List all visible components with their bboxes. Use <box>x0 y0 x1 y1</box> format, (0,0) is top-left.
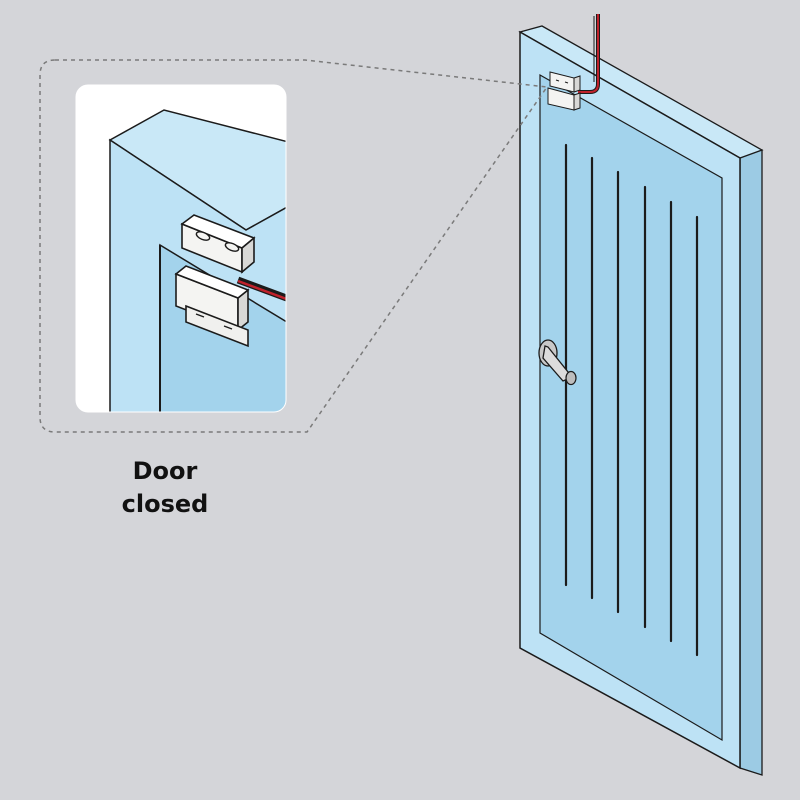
door-panel <box>539 73 723 742</box>
caption-line-2: closed <box>121 490 209 518</box>
door-handle-icon <box>538 339 577 386</box>
zoom-inset-border <box>75 84 287 413</box>
callout-outline <box>39 59 549 433</box>
door-state-caption: Door closed <box>60 455 270 521</box>
zoom-inset <box>76 85 286 412</box>
inset-sensor-switch <box>174 265 250 348</box>
door-side-face <box>739 149 763 776</box>
zoom-callout <box>39 59 549 433</box>
inset-sensor-magnet <box>180 214 256 274</box>
door-grooves <box>564 143 699 657</box>
door <box>518 25 764 776</box>
magnetic-door-sensor-icon <box>547 14 600 111</box>
caption-line-1: Door <box>132 457 198 485</box>
